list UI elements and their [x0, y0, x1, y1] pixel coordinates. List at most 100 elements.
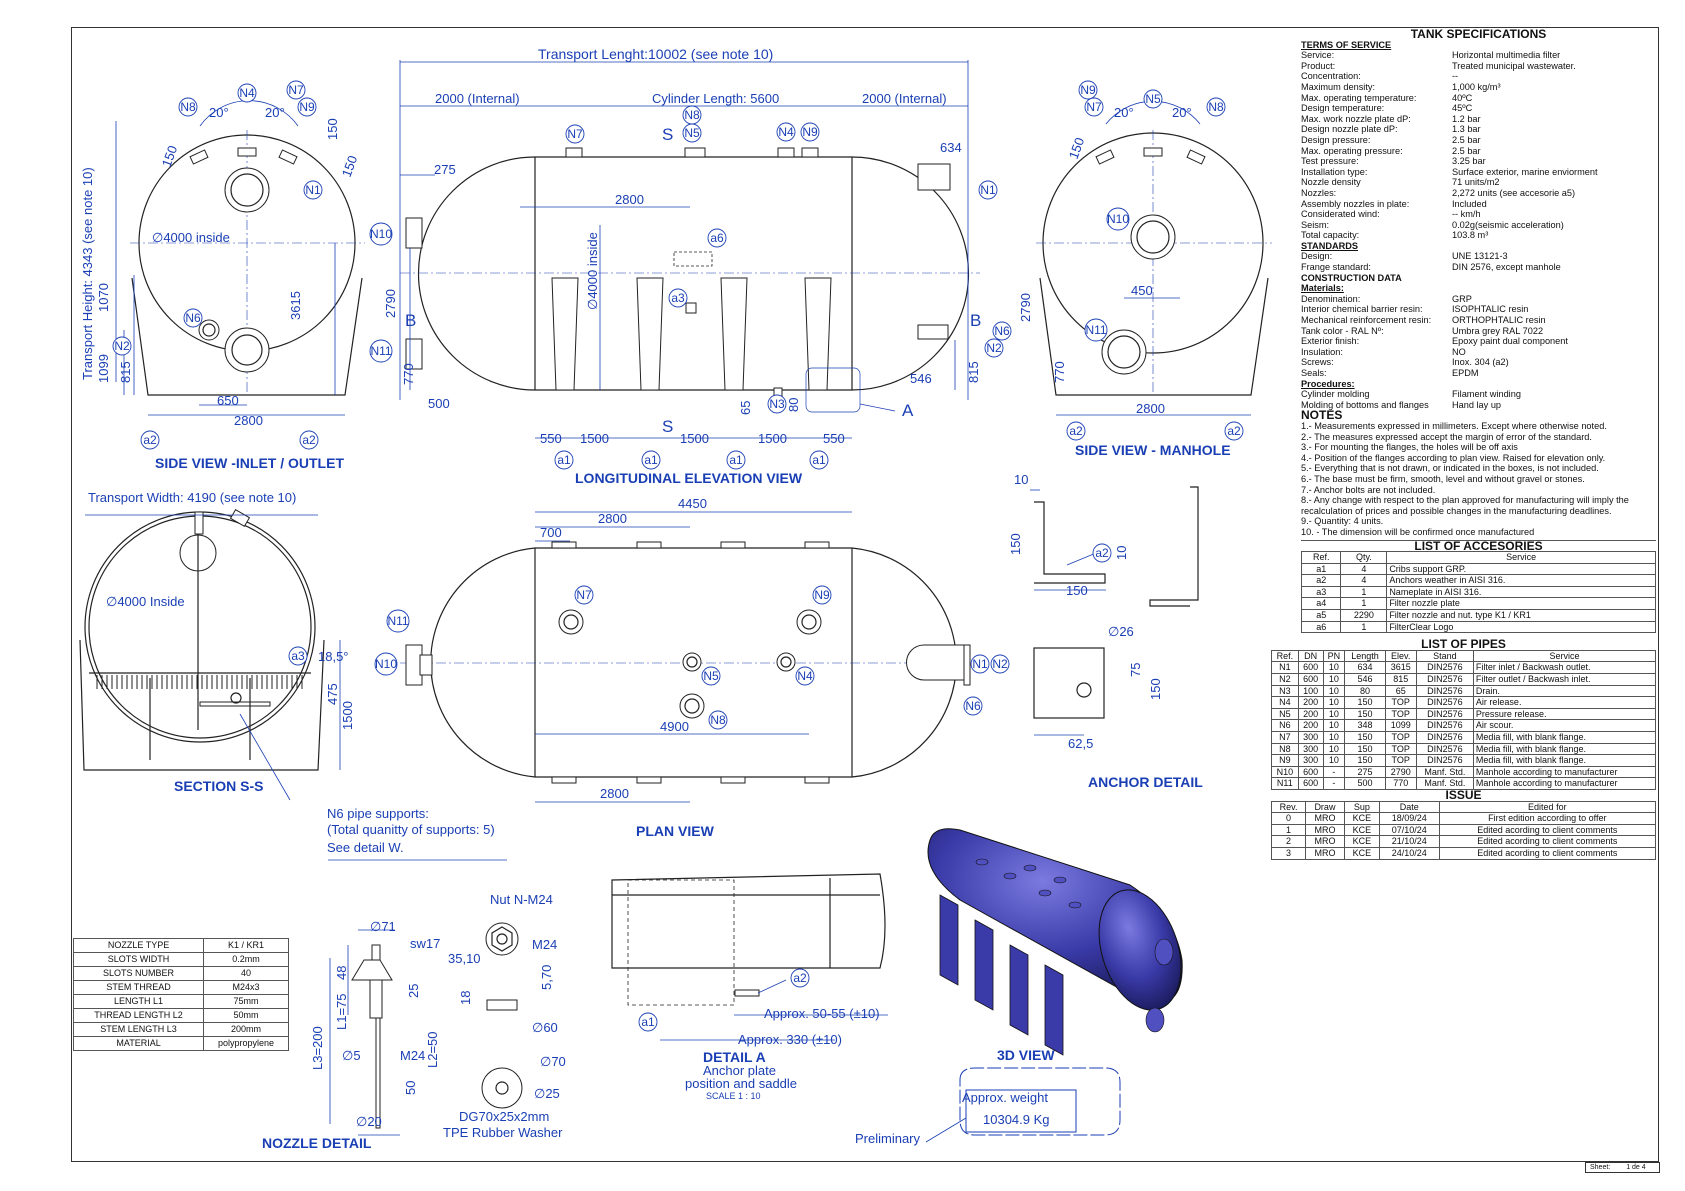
n6-note-line-3: See detail W. [327, 840, 404, 855]
svg-text:N2: N2 [992, 657, 1008, 671]
accessory-cell: a5 [1300, 609, 1342, 622]
issue-cell: 07/10/24 [1378, 823, 1440, 837]
terms-key: Concentration: [1301, 71, 1361, 82]
issue-cell: 21/10/24 [1378, 835, 1440, 848]
issue-cell: Edited acording to client comments [1438, 823, 1657, 837]
pipe-cell: 300 [1297, 731, 1324, 744]
accessory-cell: 1 [1340, 620, 1388, 634]
weight-label: Approx. weight [962, 1090, 1048, 1105]
pipe-cell: DIN2576 [1415, 731, 1474, 744]
svg-text:N10: N10 [1107, 212, 1129, 226]
dim-80: 80 [786, 398, 801, 412]
pipe-cell: 10 [1322, 661, 1346, 675]
bubble-n4-plan: N4 [795, 666, 815, 686]
bubble-n10-side: N10 [1106, 207, 1130, 231]
issue-cell: MRO [1305, 812, 1345, 825]
issue-cell: KCE [1343, 846, 1380, 860]
svg-text:N3: N3 [769, 397, 785, 411]
materials-key: Insulation: [1301, 346, 1343, 357]
bubble-n1: N1 [303, 180, 323, 200]
bubble-n5-plan: N5 [701, 666, 721, 686]
note-item: 3.- For mounting the flanges, the holes … [1301, 442, 1518, 453]
pipe-cell: N9 [1271, 754, 1299, 767]
pipe-cell: TOP [1384, 707, 1417, 721]
bubble-a2-left: a2 [140, 430, 160, 450]
terms-title: TERMS OF SERVICE [1301, 39, 1392, 50]
pipe-cell: 10 [1322, 673, 1346, 686]
bubble-a3-section: a3 [288, 646, 308, 666]
dim-transport-width: Transport Width: 4190 (see note 10) [88, 490, 296, 505]
pipe-cell: 10 [1322, 719, 1346, 732]
bubble-n11-long: N11 [369, 339, 393, 363]
materials-key: Seals: [1301, 368, 1327, 378]
svg-text:N1: N1 [980, 183, 996, 197]
dim-1070: 1070 [96, 283, 111, 312]
bubble-a1-2: a1 [641, 450, 661, 470]
pipe-cell: 150 [1344, 707, 1386, 721]
svg-text:N7: N7 [567, 127, 583, 141]
n6-note-line-2: (Total quanitty of supports: 5) [327, 822, 495, 837]
pipe-cell: 600 [1297, 673, 1324, 686]
nozzle-detail: ∅71 sw17 48 L1=75 25 L3=200 ∅5 M24 L2=50… [262, 892, 566, 1151]
issue-header-cell: Rev. [1270, 800, 1307, 814]
dim-546: 546 [910, 371, 932, 386]
dim-275: 275 [434, 162, 456, 177]
issue-cell: KCE [1343, 812, 1380, 825]
dim-150-side: 150 [1148, 678, 1163, 700]
spec-title: TANK SPECIFICATIONS [1410, 27, 1547, 41]
pipe-cell: 3615 [1384, 661, 1417, 675]
materials-value: ISOPHTALIC resin [1452, 304, 1529, 315]
materials-row: Denomination:GRP [1301, 294, 1656, 305]
pipe-cell: 1099 [1384, 719, 1417, 732]
terms-row: Considerated wind:-- km/h [1301, 209, 1656, 220]
dim-150-c: 150 [339, 154, 361, 180]
pipe-cell: 150 [1344, 742, 1386, 756]
pipe-cell: TOP [1384, 696, 1417, 709]
svg-text:N11: N11 [370, 344, 391, 358]
svg-text:N8: N8 [710, 713, 726, 727]
pipe-cell: DIN2576 [1415, 684, 1474, 698]
materials-key: Screws: [1301, 357, 1334, 368]
bubble-a1-detail: a1 [638, 1012, 658, 1032]
dim-150-b: 150 [325, 118, 340, 140]
dim-m24: M24 [400, 1048, 425, 1063]
dim-10-top: 10 [1014, 472, 1028, 487]
bubble-a1-4: a1 [809, 450, 829, 470]
terms-key: Max. work nozzle plate dP: [1301, 113, 1411, 124]
terms-value: 45ºC [1452, 103, 1473, 114]
label-nut-m24: Nut N-M24 [490, 892, 553, 907]
terms-value: 0.02g(seismic acceleration) [1452, 219, 1564, 230]
terms-row: Design temperature:45ºC [1301, 103, 1656, 114]
plan-view: 4450 2800 700 4900 2800 PLAN VIEW [400, 496, 980, 839]
terms-value: Surface exterior, marine enviorment [1452, 166, 1598, 177]
dim-150: 150 [1066, 136, 1088, 162]
plan-title: PLAN VIEW [636, 823, 715, 839]
bubble-a1-1: a1 [554, 450, 574, 470]
preliminary-label: Preliminary [855, 1131, 921, 1146]
terms-key: Assembly nozzles in plate: [1301, 198, 1410, 209]
svg-text:N5: N5 [1145, 92, 1161, 106]
bubble-n7-side: N7 [1084, 97, 1104, 117]
bubble-n9-plan: N9 [812, 585, 832, 605]
pipe-header-cell: Stand [1415, 649, 1474, 663]
pipe-cell: 200 [1297, 696, 1324, 709]
materials-row: Tank color - RAL Nº:Umbra grey RAL 7022 [1301, 326, 1656, 337]
pipe-cell: 10 [1322, 742, 1346, 756]
terms-row: Total capacity:103.8 m³ [1301, 230, 1656, 241]
pipe-cell: 65 [1384, 684, 1417, 698]
bubble-n7: N7 [286, 80, 306, 100]
dim-25: 25 [406, 984, 421, 998]
terms-row: Test pressure:3.25 bar [1301, 156, 1656, 167]
longitudinal-title: LONGITUDINAL ELEVATION VIEW [575, 470, 803, 486]
side-view-inlet-outlet: Transport Height: 4343 (see note 10) ∅40… [80, 100, 365, 471]
procedures-value: Hand lay up [1452, 399, 1502, 410]
pipe-cell: N8 [1271, 742, 1299, 756]
pipe-cell: N10 [1271, 765, 1299, 779]
dim-815: 815 [118, 361, 133, 383]
